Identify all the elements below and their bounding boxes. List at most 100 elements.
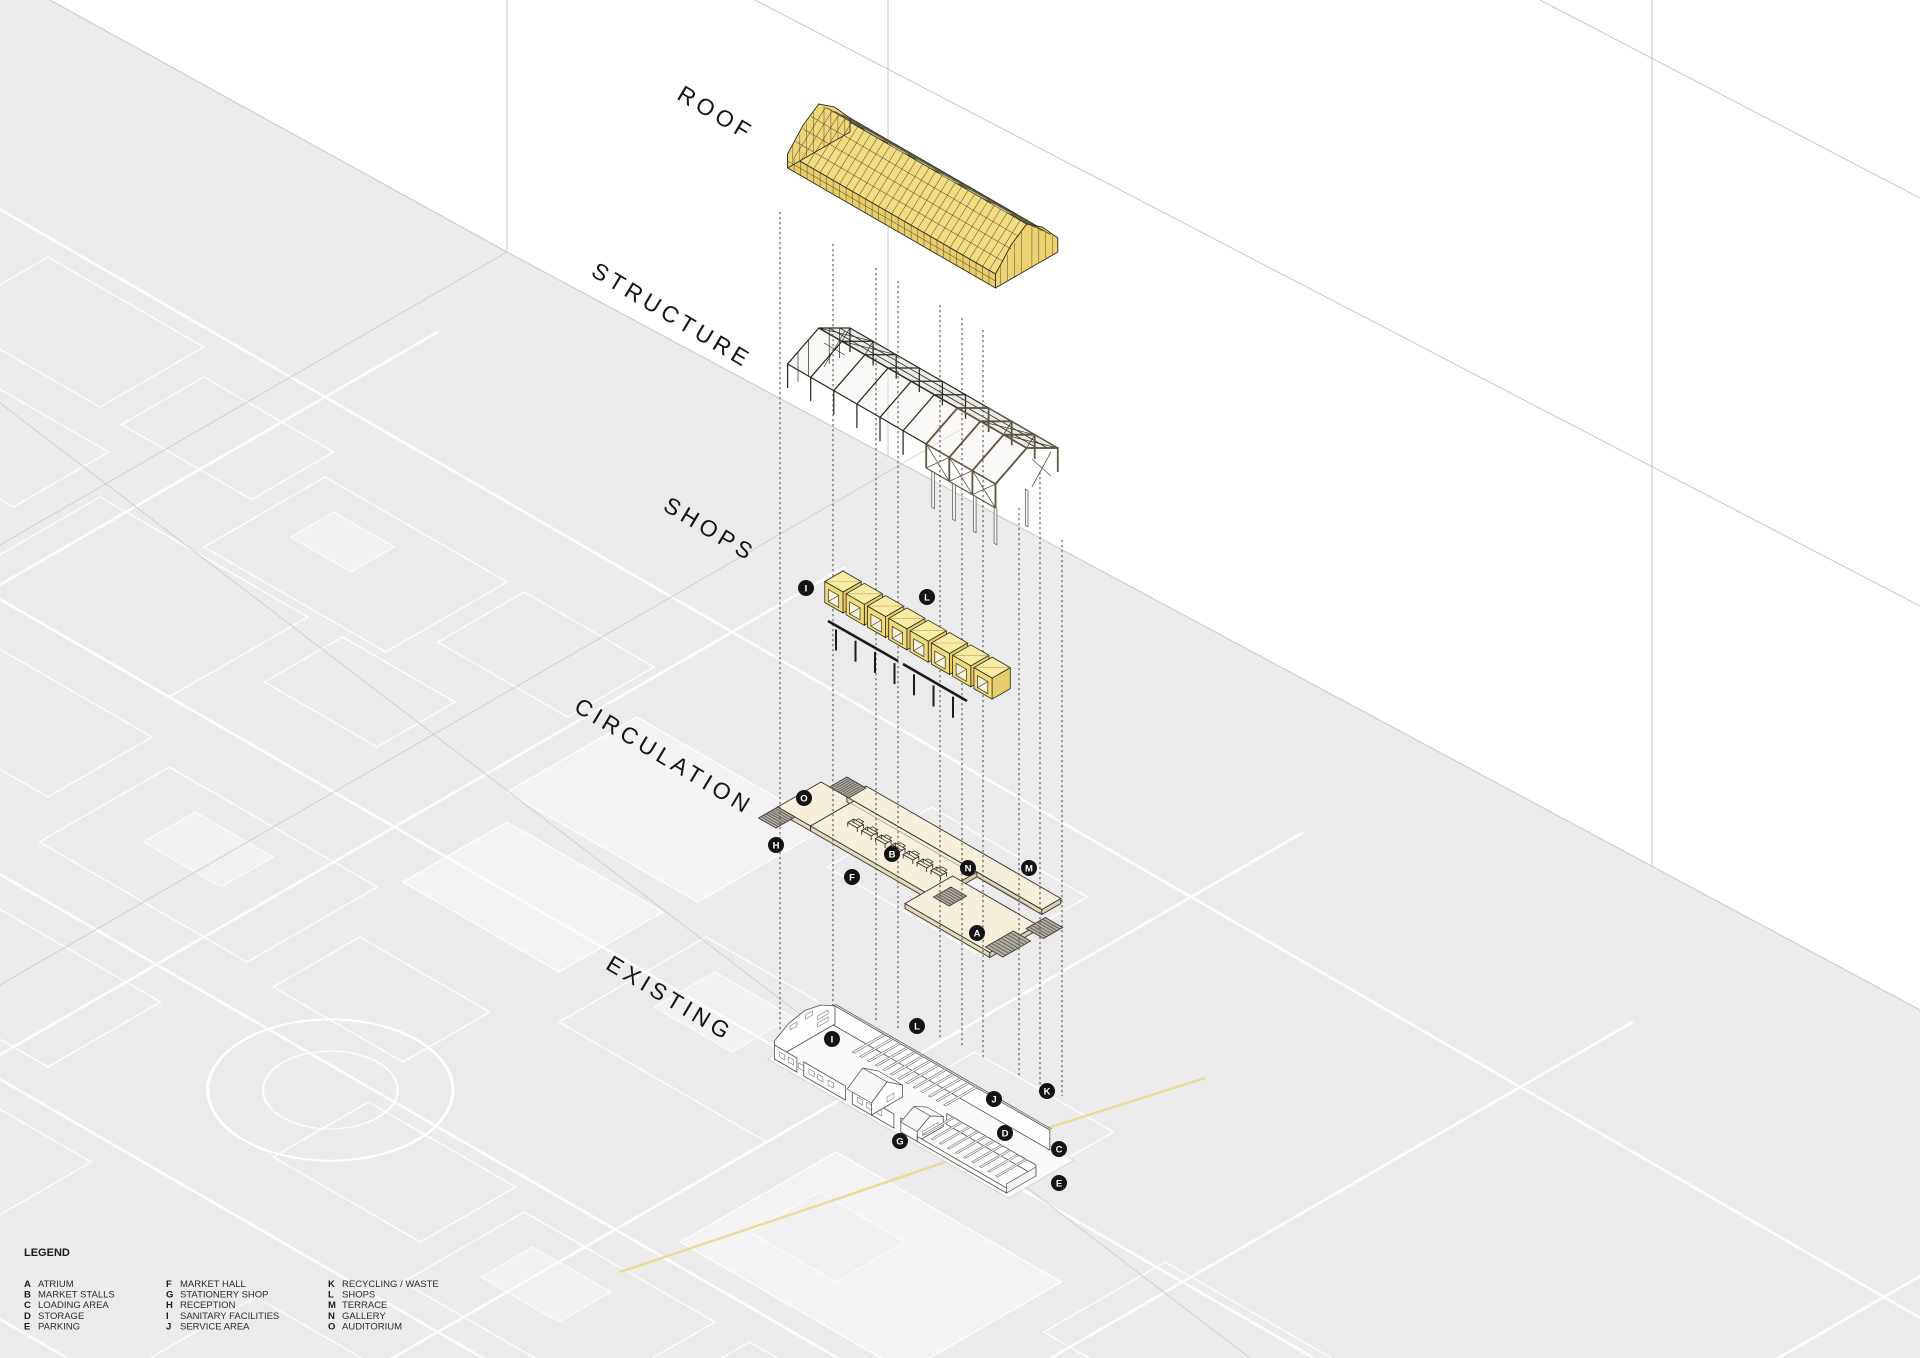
legend-entry-label: RECEPTION: [180, 1300, 236, 1311]
badge-m-circulation: M: [1021, 860, 1037, 876]
legend-entry-label: PARKING: [38, 1321, 80, 1332]
badge-letter: B: [889, 849, 896, 860]
structure-layer: [786, 327, 1059, 546]
legend-entry-label: MARKET HALL: [180, 1279, 246, 1290]
map-street: [0, 361, 1816, 1358]
shops-rail: [827, 619, 968, 703]
legend-entry: O AUDITORIUM: [328, 1321, 402, 1332]
badge-a-circulation: A: [969, 925, 985, 941]
badge-letter: I: [831, 1034, 834, 1045]
legend-entry-label: ATRIUM: [38, 1279, 74, 1290]
legend-entry-key: O: [328, 1321, 335, 1332]
map-street: [0, 601, 1401, 1358]
badge-letter: C: [1056, 1144, 1063, 1155]
site-map-texture: [0, 166, 1920, 1358]
badge-n-circulation: N: [960, 860, 976, 876]
legend-entry: B MARKET STALLS: [24, 1290, 115, 1301]
map-block: [0, 901, 162, 1068]
legend-entry-key: M: [328, 1300, 336, 1311]
badge-letter: D: [1002, 1128, 1009, 1139]
legend-entry-label: RECYCLING / WASTE: [342, 1279, 439, 1290]
map-street: [0, 331, 440, 1073]
badge-i-shops: I: [798, 580, 814, 596]
map-roundabout: [206, 1018, 455, 1162]
badge-f-circulation: F: [844, 869, 860, 885]
map-roundabout: [261, 1050, 399, 1130]
legend-entry-label: STATIONERY SHOP: [180, 1290, 269, 1301]
map-block: [263, 636, 457, 748]
badge-letter: H: [773, 840, 780, 851]
map-block: [271, 936, 491, 1063]
legend-entry-label: LOADING AREA: [38, 1300, 109, 1311]
map-block: [142, 811, 275, 888]
legend-entry: K RECYCLING / WASTE: [328, 1279, 439, 1290]
map-block: [202, 476, 509, 653]
badge-l-shops: L: [919, 589, 935, 605]
map-block: [0, 371, 110, 508]
badge-letter: L: [924, 592, 930, 603]
legend-entry-label: GALLERY: [342, 1311, 386, 1322]
badge-c-existing: C: [1051, 1141, 1067, 1157]
legend-entry-label: STORAGE: [38, 1311, 84, 1322]
map-street: [0, 498, 1578, 1358]
existing-layer: [766, 1003, 1075, 1199]
badge-letter: I: [805, 583, 808, 594]
legend-entry: D STORAGE: [24, 1311, 84, 1322]
legend-entry-key: E: [24, 1321, 30, 1332]
legend-entry: J SERVICE AREA: [166, 1321, 250, 1332]
legend-entry-label: SHOPS: [342, 1290, 375, 1301]
legend-entry-label: MARKET STALLS: [38, 1290, 115, 1301]
legend-entry: G STATIONERY SHOP: [166, 1290, 269, 1301]
badge-i-existing: I: [824, 1031, 840, 1047]
badge-letter: N: [965, 863, 972, 874]
legend-entry-key: B: [24, 1290, 31, 1301]
map-street: [0, 166, 1920, 1358]
legend-entry-key: D: [24, 1311, 31, 1322]
legend-entry-label: AUDITORIUM: [342, 1321, 402, 1332]
badge-letter: J: [991, 1094, 996, 1105]
legend-entry-key: K: [328, 1279, 335, 1290]
badge-letter: F: [849, 872, 855, 883]
legend-entry: H RECEPTION: [166, 1300, 236, 1311]
legend-entry-key: C: [24, 1300, 31, 1311]
badge-h-circulation: H: [768, 837, 784, 853]
map-block: [271, 1101, 517, 1243]
legend-entry-key: N: [328, 1311, 335, 1322]
badge-j-existing: J: [986, 1091, 1002, 1107]
map-block: [289, 511, 396, 573]
map-block: [150, 1296, 431, 1358]
roof-layer: [786, 103, 1059, 289]
badge-letter: G: [896, 1136, 903, 1147]
map-block: [505, 716, 829, 903]
shops-layer: [823, 570, 1012, 718]
legend-entry-label: TERRACE: [342, 1300, 387, 1311]
map-street: [20, 831, 1306, 1358]
legend-entry-key: H: [166, 1300, 173, 1311]
map-street: [713, 1231, 1920, 1358]
map-route-highlight: [619, 1076, 1206, 1274]
backdrop-wall: [50, 0, 1920, 1010]
map-block: [436, 591, 656, 718]
badge-l-existing: L: [909, 1018, 925, 1034]
legend-entry: M TERRACE: [328, 1300, 387, 1311]
legend-entry-key: J: [166, 1321, 171, 1332]
badge-o-circulation: O: [796, 790, 812, 806]
badge-annotations: I L O H B F N M A L I J K D G C E: [768, 580, 1067, 1191]
badge-letter: K: [1044, 1086, 1051, 1097]
legend-entry: N GALLERY: [328, 1311, 386, 1322]
map-street: [0, 566, 847, 1308]
legend-entry: E PARKING: [24, 1321, 80, 1332]
legend-entry-label: SERVICE AREA: [180, 1321, 250, 1332]
map-block: [480, 1246, 612, 1323]
legend-entry-key: I: [166, 1311, 169, 1322]
badge-g-existing: G: [892, 1133, 908, 1149]
badge-e-existing: E: [1051, 1175, 1067, 1191]
legend-entry-key: G: [166, 1290, 173, 1301]
map-block: [401, 821, 665, 973]
